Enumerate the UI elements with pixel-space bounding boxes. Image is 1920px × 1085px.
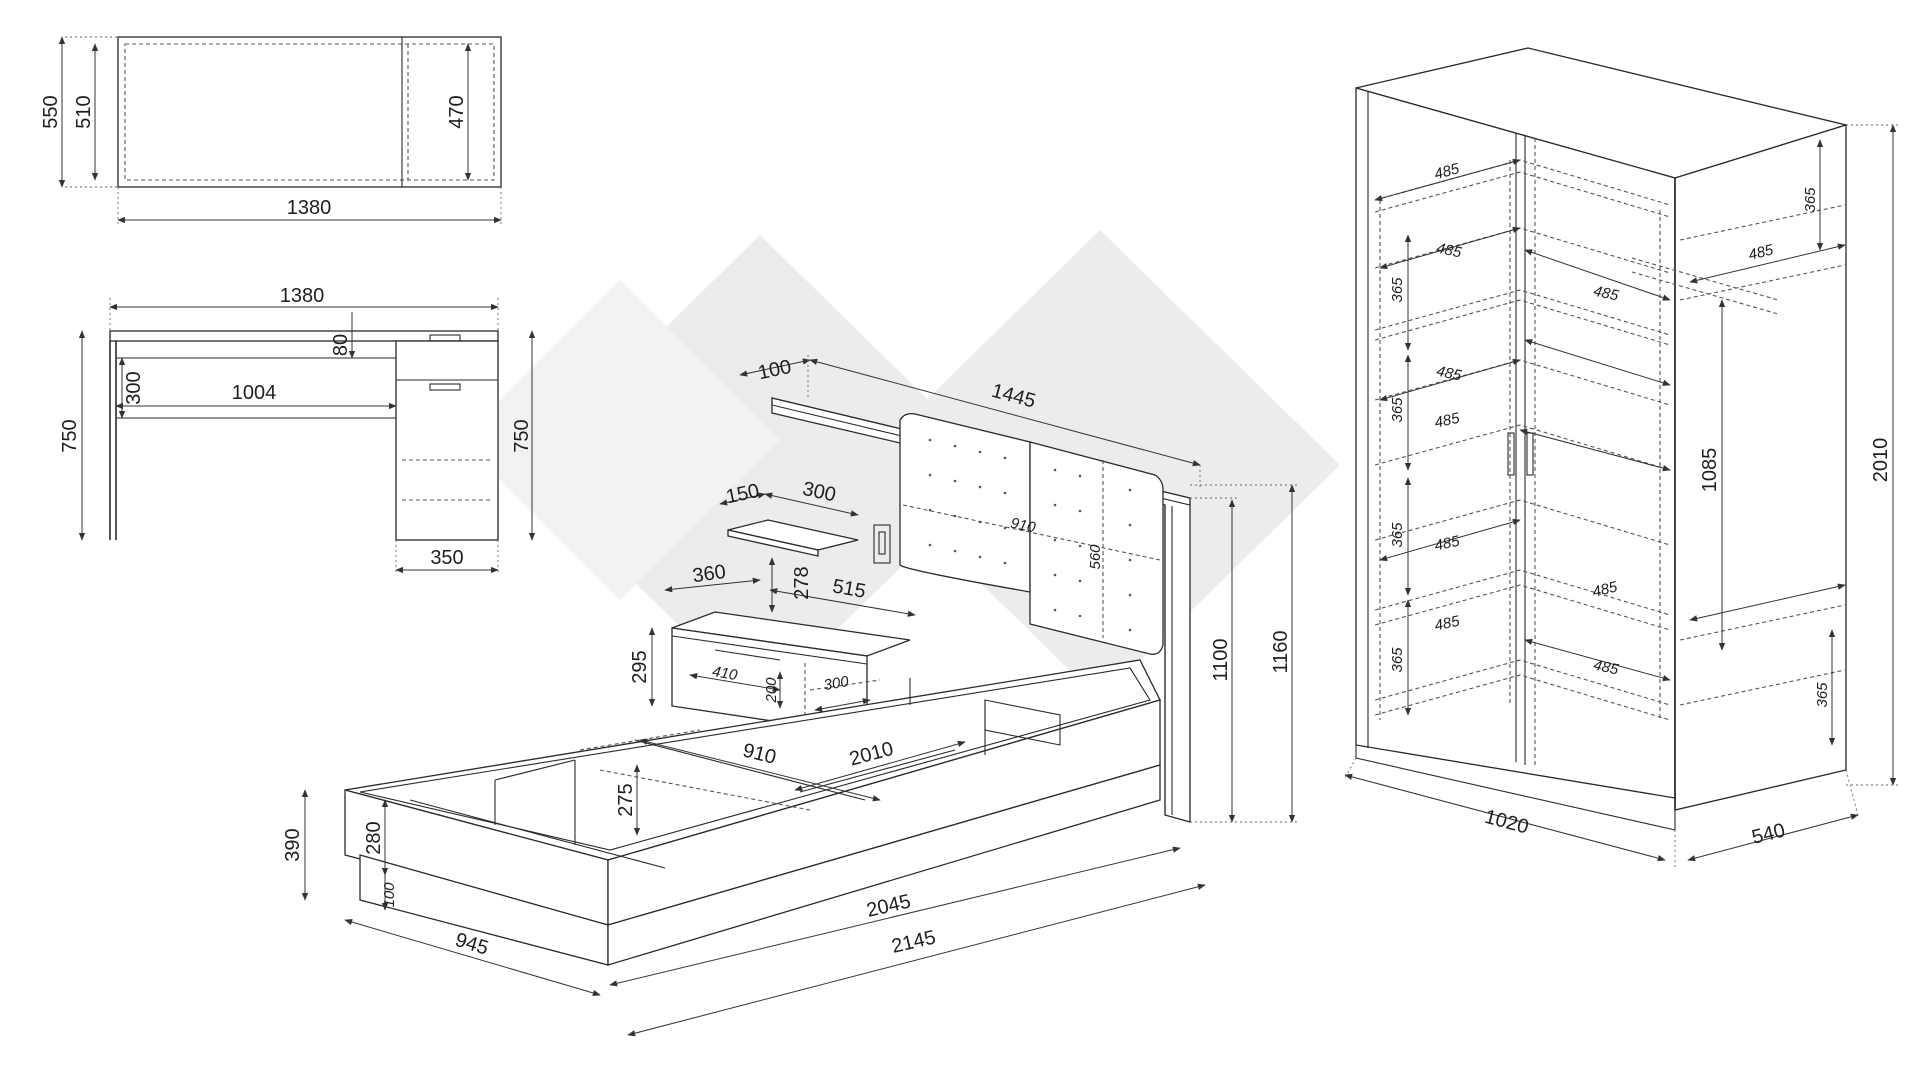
bed-frame-height: 280	[363, 821, 385, 854]
wardrobe-right-top-spacing: 365	[1802, 187, 1819, 213]
wardrobe-width: 1020	[1482, 806, 1531, 839]
bed-storage-depth: 275	[615, 783, 637, 816]
bed-nightstand-depth: 360	[691, 561, 727, 587]
wardrobe-right-shelf-1: 485	[1747, 241, 1776, 264]
wardrobe-shelf-width-6: 485	[1433, 613, 1462, 635]
bed-total-length: 2145	[889, 926, 937, 957]
wardrobe-spacing-3: 365	[1389, 522, 1406, 548]
desk-top-view: 550 510 470 1380	[40, 36, 502, 225]
bed-panel-width: 910	[1009, 515, 1038, 537]
bed-base-height: 390	[282, 828, 304, 861]
wardrobe-shelf-width-2: 485	[1435, 240, 1464, 262]
wardrobe-right-bottom-spacing: 365	[1814, 682, 1831, 708]
wardrobe-shelf-width-5: 485	[1433, 533, 1462, 555]
bed-drawing: 100 1445 910 560 150 300 278 360 515 295…	[282, 355, 1300, 1037]
desk-front-width: 1380	[280, 285, 325, 307]
wardrobe-height: 2010	[1870, 438, 1892, 483]
bed-drawer-width: 410	[711, 663, 739, 684]
wardrobe-depth: 540	[1750, 819, 1788, 848]
desk-top-drawer-depth: 470	[446, 95, 468, 128]
bed-total-height: 1160	[1270, 630, 1292, 673]
bed-shelf-height: 278	[791, 566, 813, 599]
wardrobe-shelf-width-8: 485	[1592, 657, 1621, 679]
desk-top-depth-outer: 550	[40, 95, 62, 128]
desk-front-apron-height: 300	[123, 371, 145, 404]
bed-plinth-height: 100	[381, 882, 398, 908]
wardrobe-shelf-width-3: 485	[1435, 363, 1464, 385]
desk-front-view: 1380 750 750 80 300 1004 350	[59, 285, 536, 575]
bed-width: 945	[453, 929, 491, 960]
desk-front-knee-width: 1004	[232, 382, 277, 404]
wardrobe-hanging-height: 1085	[1699, 448, 1721, 493]
desk-top-width: 1380	[287, 197, 332, 219]
bed-frame-length: 2045	[864, 890, 912, 921]
desk-front-top-thickness: 80	[330, 334, 352, 356]
wardrobe-shelf-width-1: 485	[1433, 160, 1462, 183]
desk-front-height-left: 750	[59, 419, 81, 452]
desk-front-cabinet-width: 350	[430, 547, 463, 569]
wardrobe-spacing-1: 365	[1389, 277, 1406, 303]
bed-nightstand-height: 295	[629, 650, 651, 683]
bed-headboard-height: 1100	[1210, 638, 1232, 681]
desk-front-height-right: 750	[511, 419, 533, 452]
wardrobe-right-shelf-2: 485	[1591, 578, 1620, 601]
wardrobe-drawing: 485 485 485 485 485 485 485 485 485 485 …	[1344, 47, 1900, 868]
wardrobe-shelf-width-7: 485	[1592, 283, 1621, 305]
wardrobe-spacing-4: 365	[1389, 647, 1406, 673]
desk-top-depth-inner: 510	[73, 95, 95, 128]
bed-drawer-depth: 300	[822, 673, 850, 694]
bed-panel-height: 560	[1087, 544, 1104, 570]
wardrobe-spacing-2: 365	[1389, 397, 1406, 423]
wardrobe-shelf-width-4: 485	[1433, 410, 1462, 432]
bed-drawer-height: 200	[763, 677, 780, 704]
